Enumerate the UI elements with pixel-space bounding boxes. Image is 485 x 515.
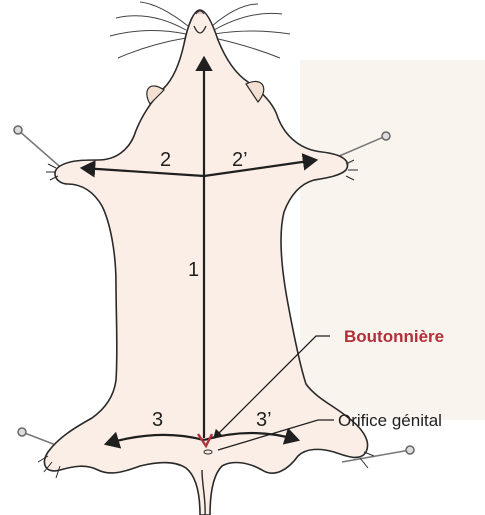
label-cut-3: 3 (152, 409, 163, 431)
label-cut-1: 1 (188, 259, 199, 281)
label-cut-2-prime: 2’ (232, 149, 248, 171)
label-cut-2: 2 (160, 149, 171, 171)
page-background (300, 60, 485, 420)
label-cut-3-prime: 3’ (256, 409, 272, 431)
label-boutonniere: Boutonnière (344, 327, 444, 346)
label-orifice-genital: Orifice génital (338, 411, 442, 430)
pin-top-left (18, 130, 66, 172)
